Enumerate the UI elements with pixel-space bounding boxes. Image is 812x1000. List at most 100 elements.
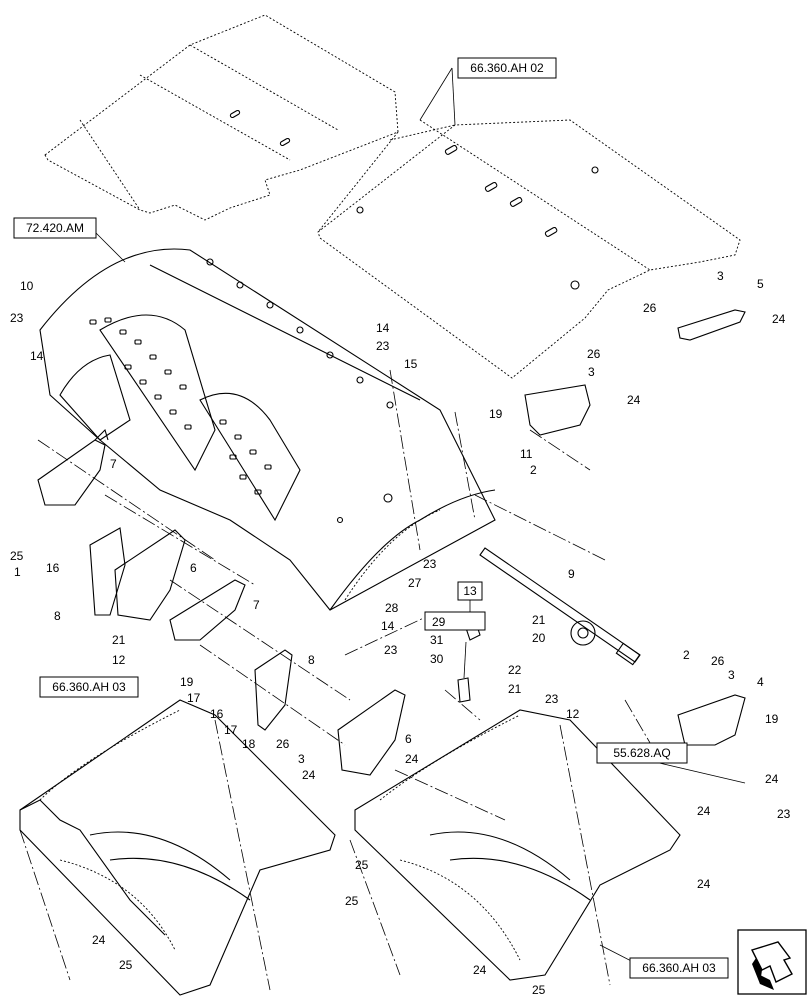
callout: 21 (112, 633, 126, 647)
svg-text:13: 13 (463, 584, 477, 598)
callout: 25 (345, 894, 359, 908)
callout: 6 (405, 732, 412, 746)
callout: 23 (545, 692, 559, 706)
grain-pan-body (39, 248, 496, 611)
callout: 26 (711, 654, 725, 668)
callout: 14 (30, 349, 44, 363)
callout: 3 (728, 668, 735, 682)
bracket-5 (677, 309, 746, 341)
leader-lines (94, 67, 746, 969)
lower-frame-right (354, 709, 681, 981)
part-29-30-31 (457, 619, 481, 703)
callout: 16 (46, 561, 60, 575)
callout: 2 (530, 463, 537, 477)
shaft-9 (479, 547, 641, 666)
callout: 25 (10, 549, 24, 563)
callout: 7 (253, 598, 260, 612)
plate-6-lower (337, 689, 406, 776)
next-page-arrow-icon[interactable] (737, 929, 807, 995)
callout: 21 (508, 682, 522, 696)
callout: 31 (430, 633, 444, 647)
bracket-8-right (254, 649, 293, 731)
svg-text:72.420.AM: 72.420.AM (26, 221, 84, 235)
ref-box-66-360-ah-02[interactable]: 66.360.AH 02 (457, 57, 557, 79)
callout: 20 (532, 631, 546, 645)
lower-frame-left (19, 699, 336, 996)
callout: 19 (180, 675, 194, 689)
bracket-4 (677, 694, 746, 746)
callout: 28 (385, 601, 399, 615)
svg-text:66.360.AH 03: 66.360.AH 03 (52, 680, 126, 694)
callout: 26 (587, 347, 601, 361)
callout: 1 (14, 565, 21, 579)
callout: 12 (112, 653, 126, 667)
callout: 6 (190, 561, 197, 575)
callout: 24 (627, 393, 641, 407)
callout: 24 (302, 768, 316, 782)
bracket-7-upper (37, 428, 109, 506)
callout: 26 (643, 301, 657, 315)
callout: 3 (588, 365, 595, 379)
svg-text:55.628.AQ: 55.628.AQ (613, 746, 670, 760)
center-lines (19, 369, 661, 991)
callout: 29 (432, 615, 446, 629)
callout: 24 (92, 933, 106, 947)
callout: 23 (777, 807, 791, 821)
callout: 18 (242, 737, 256, 751)
callout: 14 (376, 321, 390, 335)
callout: 24 (697, 804, 711, 818)
bracket-7-lower (169, 579, 246, 641)
callout: 17 (187, 691, 201, 705)
bracket-11 (524, 384, 591, 436)
hinge-bolts (206, 258, 394, 409)
callout: 23 (384, 643, 398, 657)
top-cover-panel-right (317, 119, 741, 379)
bracket-8-left (89, 527, 126, 616)
callout: 21 (532, 613, 546, 627)
callout: 23 (10, 311, 24, 325)
callout: 19 (489, 407, 503, 421)
callout: 2 (683, 648, 690, 662)
callout: 16 (210, 707, 224, 721)
callout: 4 (757, 675, 764, 689)
callout: 9 (568, 567, 575, 581)
callout: 10 (20, 279, 34, 293)
callout: 3 (717, 269, 724, 283)
svg-text:66.360.AH 02: 66.360.AH 02 (470, 61, 544, 75)
ref-box-66-360-ah-03-left[interactable]: 66.360.AH 03 (39, 676, 139, 698)
callout: 25 (119, 958, 133, 972)
plate-6-left (114, 529, 186, 621)
callout: 25 (355, 858, 369, 872)
grate-holes (89, 317, 272, 495)
callout: 3 (298, 752, 305, 766)
callout: 5 (757, 277, 764, 291)
ref-box-13: 13 (424, 581, 486, 631)
ref-box-66-360-ah-03-right[interactable]: 66.360.AH 03 (629, 957, 729, 979)
callout: 17 (224, 723, 238, 737)
callout: 8 (54, 609, 61, 623)
ref-box-55-628-aq[interactable]: 55.628.AQ (596, 742, 688, 764)
callout: 26 (276, 737, 290, 751)
callout: 24 (772, 312, 786, 326)
callout: 24 (473, 963, 487, 977)
callout: 12 (566, 707, 580, 721)
callout: 27 (408, 576, 422, 590)
callout: 24 (765, 772, 779, 786)
callout: 25 (532, 983, 546, 997)
callout: 8 (308, 653, 315, 667)
callout: 24 (697, 877, 711, 891)
svg-text:66.360.AH 03: 66.360.AH 03 (642, 961, 716, 975)
callout: 22 (508, 663, 522, 677)
ref-box-72-420-am[interactable]: 72.420.AM (13, 217, 97, 239)
callout: 19 (765, 712, 779, 726)
callout: 15 (404, 357, 418, 371)
callout: 23 (376, 339, 390, 353)
callout-labels: 10 23 14 7 25 1 16 8 6 21 12 7 19 17 16 … (10, 269, 791, 997)
callout: 24 (405, 752, 419, 766)
callout: 11 (520, 447, 533, 461)
callout: 30 (430, 652, 444, 666)
callout: 23 (423, 557, 437, 571)
top-cover-panel-left (44, 14, 399, 221)
callout: 14 (381, 619, 395, 633)
